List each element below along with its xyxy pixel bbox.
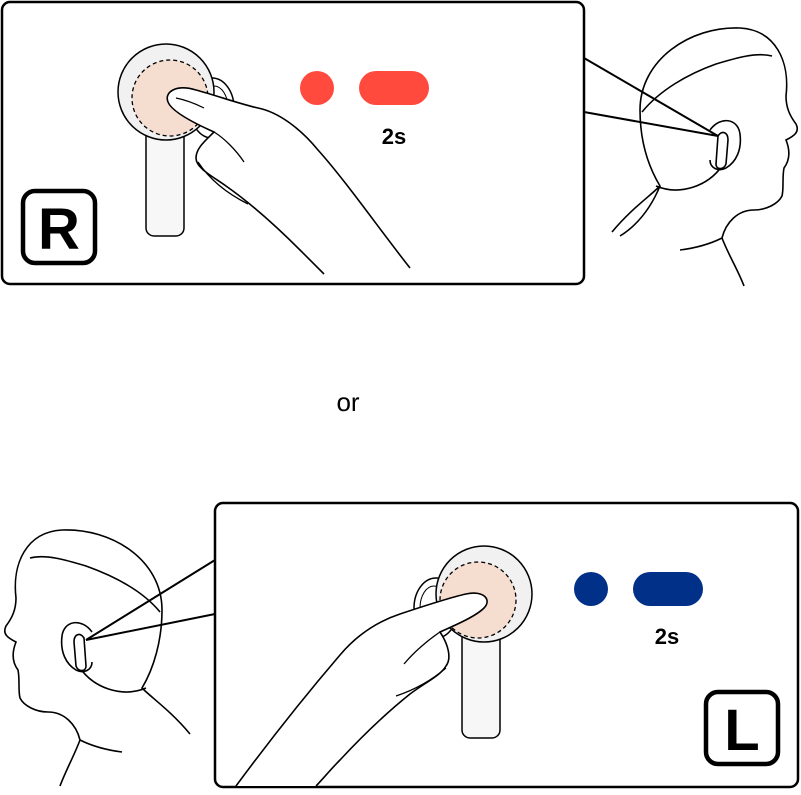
left-finger-touch-icon bbox=[235, 592, 488, 787]
left-thumb-line bbox=[395, 667, 447, 697]
right-callout-pointer-bottom bbox=[583, 111, 719, 137]
finger-knuckle-line bbox=[213, 131, 245, 163]
left-callout-pointer-top bbox=[85, 559, 216, 641]
right-duration-label: 2s bbox=[382, 124, 406, 149]
left-long-press-indicator bbox=[633, 572, 703, 606]
right-short-press-indicator bbox=[300, 71, 334, 105]
right-callout-pointer-top bbox=[583, 57, 719, 137]
thumb-line bbox=[197, 161, 249, 205]
finger-nail-line bbox=[175, 97, 205, 109]
right-panel: 2s R bbox=[0, 0, 719, 286]
left-side-badge bbox=[703, 689, 781, 767]
left-head-profile-icon bbox=[3, 529, 191, 787]
left-side-letter: L bbox=[724, 698, 759, 763]
right-side-badge bbox=[20, 188, 98, 266]
left-earbud-stem bbox=[461, 629, 501, 739]
left-panel: 2s L bbox=[85, 501, 800, 789]
left-finger-knuckle-line bbox=[403, 631, 441, 665]
right-long-press-indicator bbox=[359, 71, 429, 105]
left-duration-label: 2s bbox=[655, 624, 679, 649]
finger-touch-icon bbox=[166, 87, 411, 275]
separator-text: or bbox=[336, 387, 359, 417]
right-side-letter: R bbox=[38, 197, 80, 262]
head-profile-icon bbox=[611, 27, 799, 287]
left-callout-pointer-bottom bbox=[85, 613, 216, 641]
right-earbud-stem bbox=[145, 127, 185, 237]
left-short-press-indicator bbox=[574, 572, 608, 606]
